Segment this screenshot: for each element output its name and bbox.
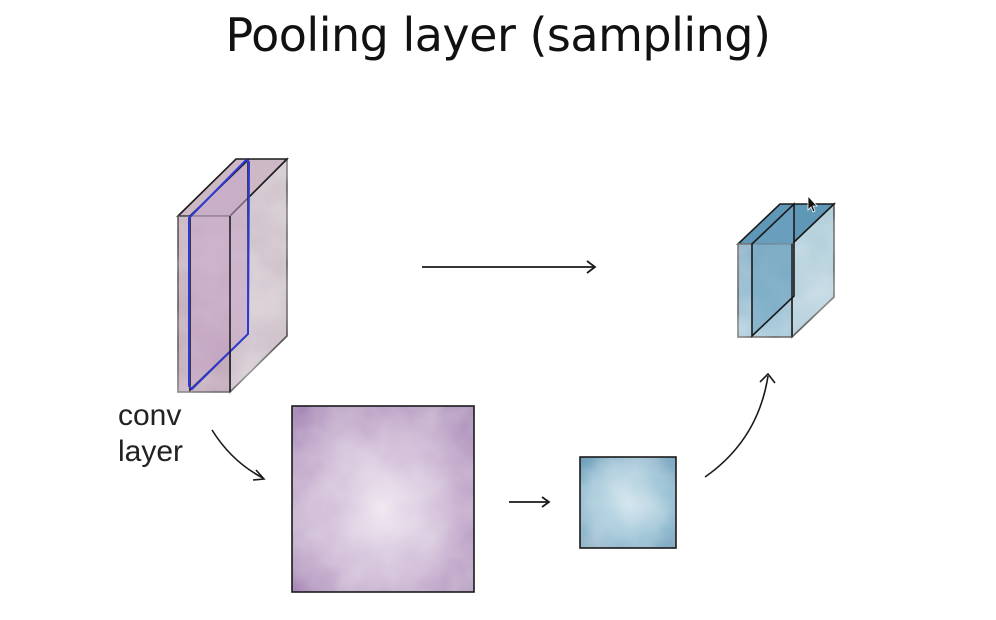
page-title: Pooling layer (sampling) <box>225 8 771 62</box>
conv-slice-highlight <box>188 158 251 391</box>
conv-layer-label-line1: conv <box>118 399 182 432</box>
conv-layer-volume <box>176 157 289 394</box>
mouse-cursor-icon <box>807 194 818 213</box>
pooled-volume <box>736 202 836 339</box>
conv-layer-label-line2: layer <box>118 435 184 468</box>
pooling-arrow <box>509 496 551 508</box>
feature-map <box>291 405 475 593</box>
conv-layer-label: conv layer <box>118 398 183 470</box>
top-arrow <box>422 260 597 274</box>
conv-to-map-arrow <box>211 429 266 481</box>
pooled-volume-inner-slice <box>751 202 795 338</box>
pooled-map <box>579 456 677 549</box>
map-to-volume-arrow <box>704 372 776 478</box>
